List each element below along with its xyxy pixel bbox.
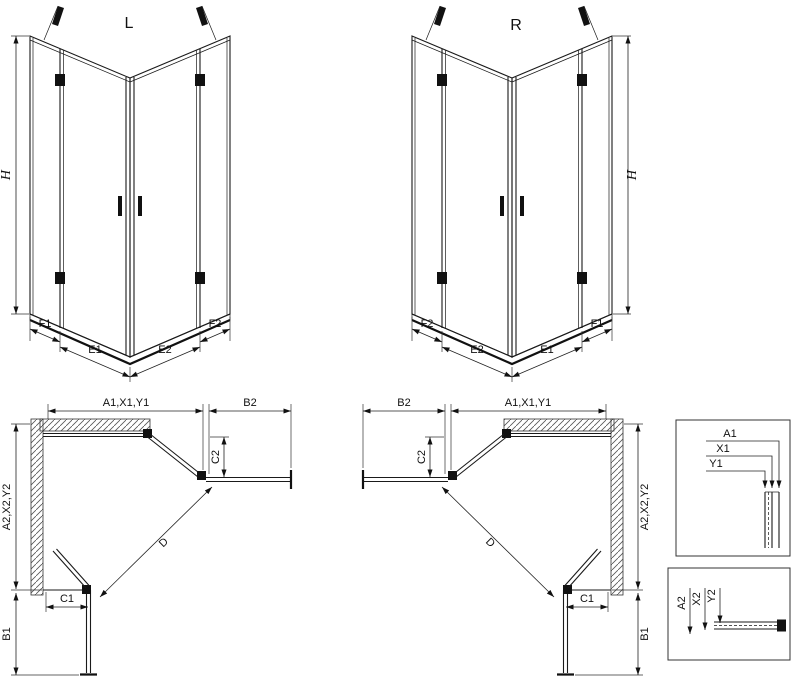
detail-profile-bottom: A2 X2 Y2 (667, 567, 791, 661)
open-door-side (52, 548, 90, 589)
front-view-right: R H F2 E2 E1 F1 (411, 5, 640, 382)
right-panel-outline (511, 35, 613, 358)
wall-bracket-icon (578, 6, 590, 26)
plan-view-left: A1,X1,Y1 B2 C2 A2,X2,Y2 B1 C1 D (1, 397, 293, 676)
plan-right-c1-label: C1 (580, 593, 594, 605)
corner-post-icon (448, 471, 457, 480)
left-panel-outline (411, 35, 513, 358)
front-right-e2-label: E2 (470, 344, 483, 356)
hinge-icon (437, 74, 447, 86)
front-left-h-label: H (0, 169, 14, 181)
front-left-variant-label: L (125, 15, 134, 32)
left-panel-outline (29, 35, 131, 358)
fixed-glass-top (43, 432, 145, 438)
right-panel-outline (129, 35, 231, 358)
fixed-glass-top (509, 432, 611, 438)
profile-end-cap (777, 619, 786, 632)
hinge-icon (195, 74, 205, 86)
corner-post-icon (197, 471, 206, 480)
door-handle-icon (118, 196, 122, 216)
detail-frame (675, 419, 791, 557)
detail-bottom-x2-label: X2 (691, 592, 703, 605)
hinge-icon (563, 585, 572, 594)
plan-left-c2-label: C2 (210, 450, 222, 464)
wall-bracket-icon (196, 6, 208, 26)
wall-bracket-icon (434, 6, 446, 26)
plan-right-b1-label: B1 (639, 627, 651, 640)
wall-hatch (39, 418, 151, 432)
plan-left-c1-label: C1 (60, 593, 74, 605)
plan-right-d-label: D (483, 536, 497, 550)
open-door-top (450, 433, 507, 480)
plan-left-a2-label: A2,X2,Y2 (1, 484, 13, 530)
hinge-icon (577, 74, 587, 86)
plan-left-a1-label: A1,X1,Y1 (103, 397, 149, 409)
plan-left-d-label: D (157, 536, 171, 550)
hinge-icon (143, 429, 152, 438)
front-left-f2-label: F2 (209, 318, 222, 330)
front-right-variant-label: R (510, 17, 522, 34)
detail-bottom-y2-label: Y2 (706, 589, 718, 602)
front-left-e1-label: E1 (88, 344, 101, 356)
plan-right-b2-label: B2 (397, 397, 410, 409)
hinge-icon (55, 74, 65, 86)
hinge-icon (82, 585, 91, 594)
front-left-f1-label: F1 (39, 318, 52, 330)
detail-top-y1-label: Y1 (709, 458, 722, 470)
plan-left-b2-label: B2 (243, 397, 256, 409)
door-handle-icon (520, 196, 524, 216)
glass-profile-section (764, 492, 780, 548)
detail-top-a1-label: A1 (723, 428, 736, 440)
glass-profile-section (714, 621, 786, 630)
return-panel-b2 (364, 476, 448, 483)
front-view-left: L H F1 E1 E2 F2 (0, 5, 231, 382)
wall-hatch (30, 418, 44, 596)
hinge-icon (195, 272, 205, 284)
front-right-f1-label: F1 (591, 318, 604, 330)
door-handle-icon (500, 196, 504, 216)
door-handle-icon (138, 196, 142, 216)
hinge-icon (55, 272, 65, 284)
wall-hatch (610, 418, 624, 596)
plan-right-a1-label: A1,X1,Y1 (505, 397, 551, 409)
return-panel-b1 (562, 590, 569, 673)
hinge-icon (577, 272, 587, 284)
hinge-icon (437, 272, 447, 284)
front-right-f2-label: F2 (421, 318, 434, 330)
return-panel-b1 (85, 590, 92, 673)
plan-view-right: B2 A1,X1,Y1 C2 A2,X2,Y2 B1 C1 D (361, 397, 651, 676)
plan-left-b1-label: B1 (1, 627, 13, 640)
wall-bracket-icon (52, 6, 64, 26)
return-panel-b2 (206, 476, 290, 483)
detail-top-x1-label: X1 (716, 443, 729, 455)
detail-frame (667, 567, 791, 661)
front-left-e2-label: E2 (158, 344, 171, 356)
open-door-side (564, 548, 602, 589)
open-door-top (147, 433, 204, 480)
front-right-e1-label: E1 (540, 344, 553, 356)
detail-bottom-a2-label: A2 (676, 596, 688, 609)
hinge-icon (502, 429, 511, 438)
plan-right-a2-label: A2,X2,Y2 (639, 484, 651, 530)
detail-profile-top: A1 X1 Y1 (675, 419, 791, 557)
front-right-h-label: H (625, 169, 640, 181)
wall-hatch (503, 418, 615, 432)
plan-right-c2-label: C2 (416, 450, 428, 464)
